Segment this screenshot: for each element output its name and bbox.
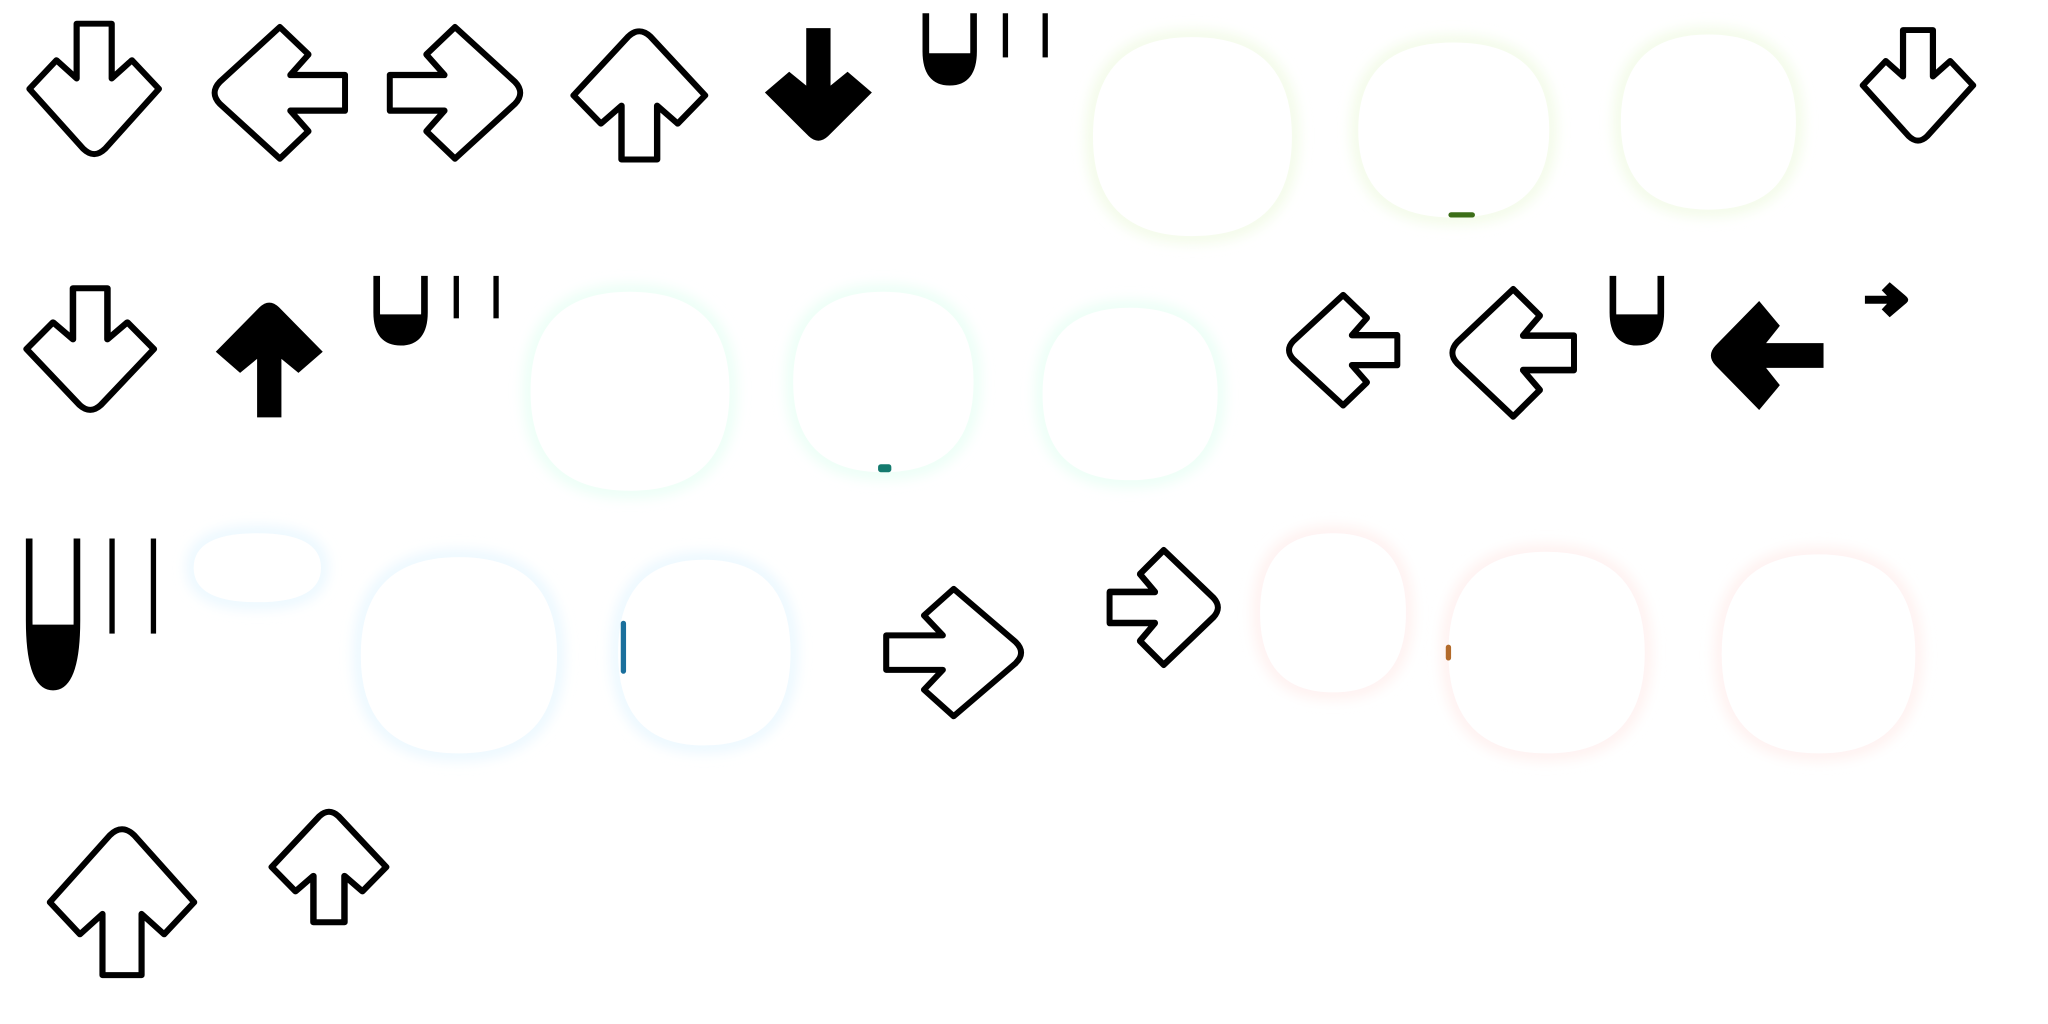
arrow-shape [211, 23, 349, 162]
hold-segment [150, 538, 157, 634]
ghost-note-sprite [1715, 547, 1922, 761]
ghost-note-sprite [1614, 27, 1803, 217]
arrow-shape [46, 826, 198, 979]
down-solid-sprite [764, 28, 872, 141]
ghost-note-sprite [1086, 30, 1299, 243]
ghost-body [1260, 533, 1406, 693]
up-outline-sprite [570, 28, 709, 163]
ghost-note-sprite [611, 553, 798, 753]
arrow-shape [23, 285, 158, 413]
arrow-shape [1449, 285, 1577, 420]
ghost-note-sprite [786, 285, 981, 479]
up-outline-sprite [46, 826, 198, 979]
hold-cap-fill [1612, 314, 1661, 343]
arrow-shape [883, 585, 1025, 720]
ghost-note-sprite [1035, 301, 1225, 487]
hold-segment [453, 275, 459, 319]
accent-mark [1445, 644, 1452, 661]
ghost-note-sprite [1351, 35, 1556, 225]
ghost-note-sprite [523, 285, 737, 498]
ghost-body [530, 291, 730, 491]
arrow-shape [1864, 282, 1909, 318]
arrow-shape [1859, 27, 1977, 144]
accent-mark [878, 464, 892, 473]
hold-segment [493, 275, 499, 319]
hold-piece-sprite [373, 275, 499, 346]
ghost-body [793, 291, 974, 473]
down-outline-sprite [26, 20, 162, 158]
arrow-shape [26, 20, 162, 158]
left-outline-large-sprite [1449, 285, 1577, 420]
ghost-body [360, 557, 558, 754]
up-outline-large-sprite [268, 808, 390, 926]
ghost-note-sprite [1441, 545, 1652, 761]
arrow-shape [570, 28, 709, 163]
accent-mark [620, 620, 627, 674]
arrow-shape [1106, 546, 1221, 669]
arrow-shape [764, 28, 872, 141]
ghost-body [1620, 34, 1796, 210]
hold-segment [109, 538, 115, 634]
ghost-note-sprite [187, 526, 328, 609]
down-outline-small-sprite [1859, 27, 1977, 144]
arrow-shape [1286, 291, 1401, 409]
arrow-shape [1710, 301, 1824, 410]
right-outline-sprite [386, 23, 524, 162]
hold-segment [1002, 13, 1009, 58]
left-outline-sprite [1286, 291, 1401, 409]
ghost-body [1092, 37, 1292, 237]
arrow-shape [215, 302, 323, 418]
left-outline-sprite [211, 23, 349, 162]
ghost-body [193, 533, 321, 603]
hold-cap-fill [925, 53, 974, 83]
accent-mark [1448, 212, 1475, 218]
hold-piece-sprite [1609, 275, 1665, 346]
arrow-shape [268, 808, 390, 926]
right-solid-sprite [1864, 282, 1909, 318]
hold-cap-fill [29, 624, 77, 688]
right-outline-sprite [883, 585, 1025, 720]
left-solid-sprite [1710, 301, 1824, 410]
down-outline-small-sprite [23, 285, 158, 413]
ghost-body [1448, 551, 1645, 754]
ghost-note-sprite [354, 550, 564, 761]
ghost-body [1721, 554, 1916, 754]
ghost-note-sprite [1253, 526, 1413, 700]
right-outline-large-sprite [1106, 546, 1221, 669]
up-solid-sprite [215, 302, 323, 418]
hold-cap-fill [376, 314, 425, 343]
ghost-body [1042, 307, 1218, 481]
ghost-body [618, 559, 791, 746]
ghost-body [1358, 42, 1550, 218]
arrow-shape [386, 23, 524, 162]
hold-piece-sprite [922, 13, 1048, 86]
hold-piece-sprite [25, 538, 157, 691]
hold-segment [1042, 13, 1048, 58]
